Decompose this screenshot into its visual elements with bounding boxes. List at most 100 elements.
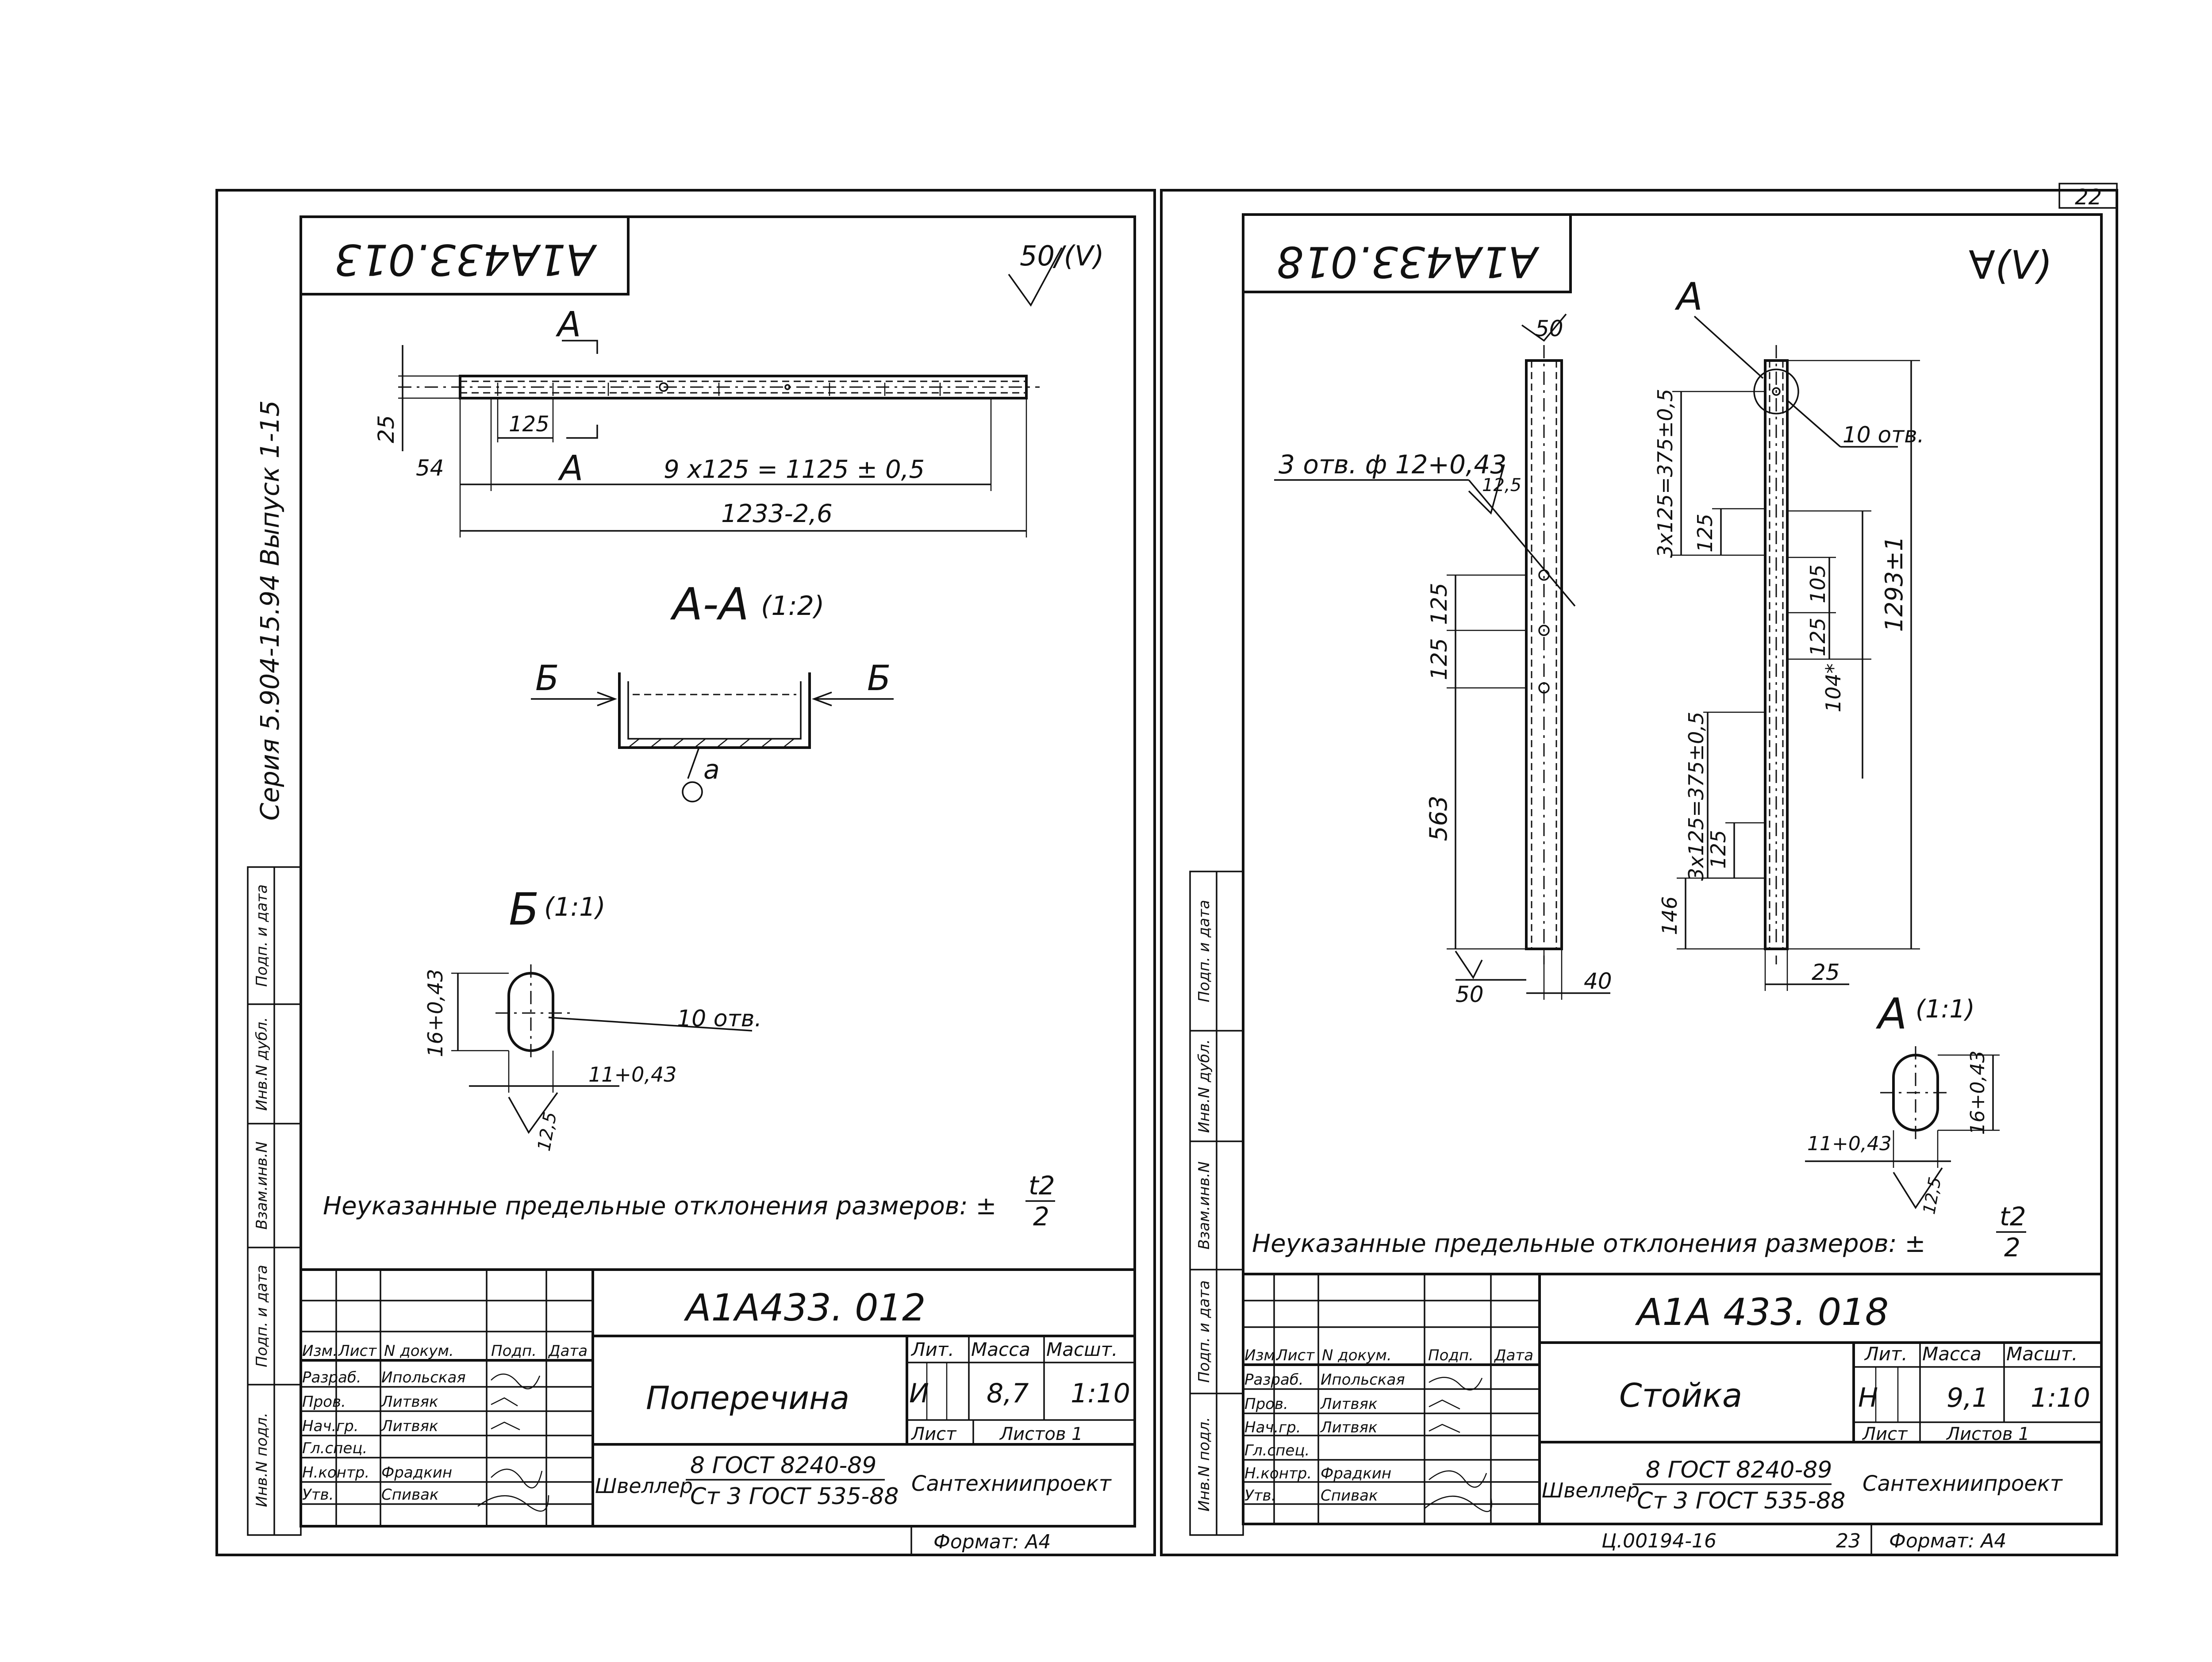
right-dim-40: 40 (1584, 968, 1612, 994)
left-tb-header-list: Лист (338, 1342, 377, 1360)
right-dim-3x125-top: 3х125=375±0,5 (1653, 389, 1677, 558)
left-dim-54: 54 (416, 455, 444, 481)
left-hole-count: 10 отв. (677, 1006, 762, 1032)
left-mass-value: 8,7 (987, 1378, 1029, 1409)
left-tb-role-4: Гл.спец. (302, 1439, 367, 1457)
right-side-stamp: Подп. и дата Инв.N дубл. Взам.инв.N Подп… (1189, 871, 1244, 1536)
right-sheets-label: Листов 1 (1946, 1424, 2030, 1444)
right-sheet-label: Лист (1862, 1424, 1908, 1444)
right-holes-callout: 3 отв. ф 12+0,43 (1279, 449, 1506, 480)
right-designation: А1А 433. 018 (1635, 1290, 1889, 1334)
left-section-aa: А-А (1:2) Б Б а (531, 578, 894, 802)
left-tb-role-3: Нач.гр. (302, 1417, 359, 1435)
left-note-text: Неуказанные предельные отклонения размер… (323, 1192, 996, 1221)
left-tb-header-izm: Изм. (302, 1342, 338, 1360)
left-col-scale: Масшт. (1046, 1339, 1118, 1360)
left-tb-name-5: Фрадкин (381, 1464, 452, 1482)
right-dim-125-d: 125 (1806, 618, 1830, 656)
right-stamp-cell-3: Взам.инв.N (1195, 1161, 1213, 1249)
svg-text:50/(V): 50/(V) (1020, 240, 1104, 272)
right-tb-role-6: Утв. (1244, 1487, 1276, 1505)
right-tb-role-3: Нач.гр. (1244, 1419, 1301, 1436)
left-dim-25: 25 (373, 415, 399, 443)
left-stamp-cell-5: Инв.N подл. (253, 1413, 271, 1507)
right-dim-50-bottom: 50 (1455, 982, 1484, 1007)
left-material-bottom: Ст 3 ГОСТ 535-88 (690, 1483, 899, 1510)
left-designation: А1А433. 012 (684, 1286, 926, 1329)
left-hole-dim-v: 16+0,43 (423, 969, 447, 1057)
left-side-stamp: Подп. и дата Инв.N дубл. Взам.инв.N Подп… (247, 866, 302, 1536)
left-material-top: 8 ГОСТ 8240-89 (690, 1452, 876, 1479)
right-material-top: 8 ГОСТ 8240-89 (1646, 1457, 1832, 1483)
right-note: Неуказанные предельные отклонения размер… (1252, 1201, 2026, 1263)
left-stamp-cell-2: Инв.N дубл. (253, 1017, 271, 1111)
left-lit-value: И (909, 1378, 929, 1409)
right-detail-a: А (1:1) 16+0,43 11+0,43 12,5 (1805, 989, 2000, 1216)
right-sheet: А1А433.018 Подп. и дата Инв.N дубл. Взам… (1189, 213, 2103, 1555)
right-dim-3x125-bottom: 3х125=375±0,5 (1684, 712, 1708, 881)
section-aa-title: А-А (670, 578, 749, 630)
left-org: Сантехниипроект (911, 1471, 1112, 1496)
right-tb-header-sign: Подп. (1428, 1347, 1474, 1364)
page-number: 22 (2075, 185, 2102, 210)
left-part-name: Поперечина (646, 1379, 849, 1416)
right-holes-rough: 12,5 (1482, 475, 1521, 495)
section-a-label-top: А (555, 305, 581, 345)
left-dim-1233: 1233-2,6 (721, 499, 833, 528)
right-format: Формат: А4 (1889, 1530, 2006, 1552)
right-dim-1293: 1293±1 (1880, 536, 1908, 632)
right-tb-role-1: Разраб. (1244, 1371, 1304, 1389)
right-dim-125-a: 125 (1426, 583, 1452, 625)
section-aa-scale: (1:2) (761, 591, 824, 622)
right-lit-value: Н (1858, 1382, 1878, 1413)
left-dim-9x125: 9 х125 = 1125 ± 0,5 (664, 455, 925, 484)
left-tb-name-6: Спивак (381, 1486, 439, 1504)
right-tb-header-date: Дата (1494, 1347, 1533, 1364)
right-dim-105: 105 (1806, 564, 1830, 603)
right-tb-header-doc: N докум. (1322, 1347, 1392, 1364)
right-tb-header-list: Лист (1275, 1347, 1315, 1364)
view-b-arrow-right: Б (867, 659, 891, 699)
left-title-block: Изм. Лист N докум. Подп. Дата Разраб. Ип… (300, 1268, 1136, 1555)
right-title-block: Изм. Лист N докум. Подп. Дата Разраб. Ип… (1242, 1273, 2103, 1555)
right-10-holes: 10 отв. (1843, 422, 1924, 448)
right-note-frac-den: 2 (2004, 1232, 2020, 1263)
left-note: Неуказанные предельные отклонения размер… (323, 1171, 1055, 1232)
left-tb-header-date: Дата (548, 1342, 588, 1360)
left-sheet-label: Лист (910, 1424, 957, 1444)
left-tb-name-3: Литвяк (380, 1417, 438, 1435)
right-stamp-cell-2: Инв.N дубл. (1195, 1039, 1213, 1133)
right-callout-a: А (1674, 275, 1703, 319)
svg-text:∀(V): ∀(V) (1969, 242, 2052, 288)
right-tb-role-5: Н.контр. (1244, 1465, 1312, 1482)
right-stamp-cell-5: Инв.N подл. (1195, 1417, 1213, 1512)
left-col-mass: Масса (971, 1339, 1030, 1360)
left-tb-role-5: Н.контр. (302, 1464, 369, 1482)
left-roughness-symbol: 50/(V) (1008, 240, 1104, 307)
view-b-title: Б (509, 883, 539, 935)
right-tb-name-5: Фрадкин (1321, 1465, 1391, 1482)
left-tb-role-2: Пров. (302, 1393, 346, 1411)
left-signature (477, 1373, 549, 1512)
right-rotated-code: А1А433.018 (1276, 237, 1540, 287)
left-material-prefix: Швеллер (595, 1474, 693, 1498)
detail-a-scale: (1:1) (1916, 995, 1975, 1024)
view-b-scale: (1:1) (544, 892, 606, 922)
right-archive-no: Ц.00194-16 (1601, 1530, 1717, 1552)
right-tb-role-4: Гл.спец. (1244, 1442, 1310, 1459)
view-b-arrow-left: Б (535, 659, 559, 699)
right-tb-name-1: Ипольская (1321, 1371, 1405, 1389)
right-col-scale: Масшт. (2006, 1343, 2078, 1365)
section-a-label-bottom: А (557, 449, 583, 488)
left-stamp-cell-4: Подп. и дата (253, 1265, 271, 1367)
left-tb-name-1: Ипольская (381, 1369, 466, 1386)
right-tb-name-6: Спивак (1321, 1487, 1378, 1505)
outer-frame (215, 183, 2118, 1556)
right-tb-role-2: Пров. (1244, 1395, 1288, 1413)
right-hole-dim-h: 11+0,43 (1807, 1132, 1892, 1155)
left-dim-125: 125 (509, 412, 549, 437)
left-tb-role-6: Утв. (302, 1486, 334, 1504)
right-roughness-symbol: ∀(V) (1969, 242, 2052, 288)
right-dim-104: 104* (1821, 664, 1845, 713)
left-view-b: Б (1:1) 16+0,43 10 отв. 11+0,43 12,5 (423, 883, 762, 1153)
